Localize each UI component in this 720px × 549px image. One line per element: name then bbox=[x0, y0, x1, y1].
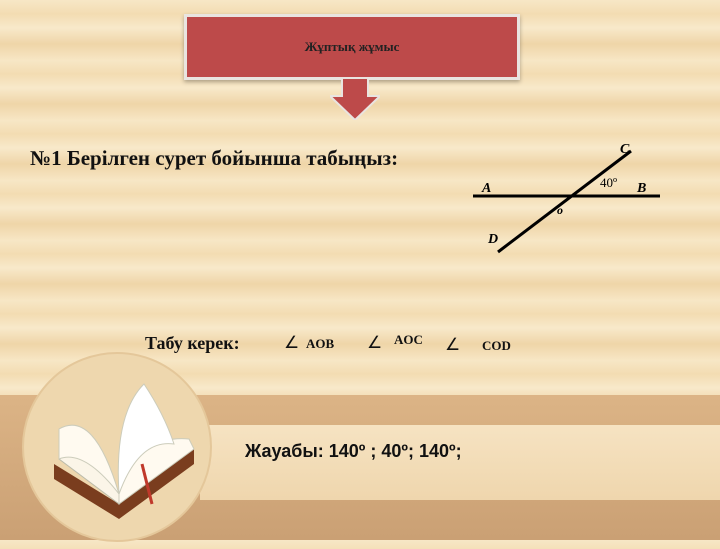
label-d: D bbox=[487, 232, 498, 247]
down-arrow-icon bbox=[330, 78, 380, 120]
title-banner: Жұптық жұмыс bbox=[184, 14, 520, 80]
angle-aoc: AOC bbox=[394, 332, 423, 347]
label-c: C bbox=[620, 142, 630, 157]
banner-title: Жұптық жұмыс bbox=[304, 39, 400, 54]
label-a: A bbox=[481, 181, 491, 196]
angle-cod: COD bbox=[482, 338, 511, 353]
angle-label: 40º bbox=[600, 175, 617, 190]
book-circle bbox=[22, 352, 212, 542]
angle-icon: ∠ bbox=[284, 333, 300, 352]
angle-icon: ∠ bbox=[367, 333, 383, 352]
answer-strip bbox=[200, 425, 720, 500]
find-label: Табу керек: bbox=[145, 333, 240, 353]
task-heading: №1 Берілген сурет бойынша табыңыз: bbox=[30, 146, 399, 170]
answer-text: Жауабы: 140º ; 40º; 140º; bbox=[245, 441, 462, 461]
geometry-figure: A B C D o 40º bbox=[473, 142, 660, 254]
angle-icon: ∠ bbox=[445, 335, 461, 354]
label-b: B bbox=[636, 181, 646, 196]
open-book-icon bbox=[54, 383, 195, 519]
label-o: o bbox=[557, 203, 563, 217]
line-cd bbox=[497, 149, 632, 254]
angle-aob: AOB bbox=[306, 336, 335, 351]
